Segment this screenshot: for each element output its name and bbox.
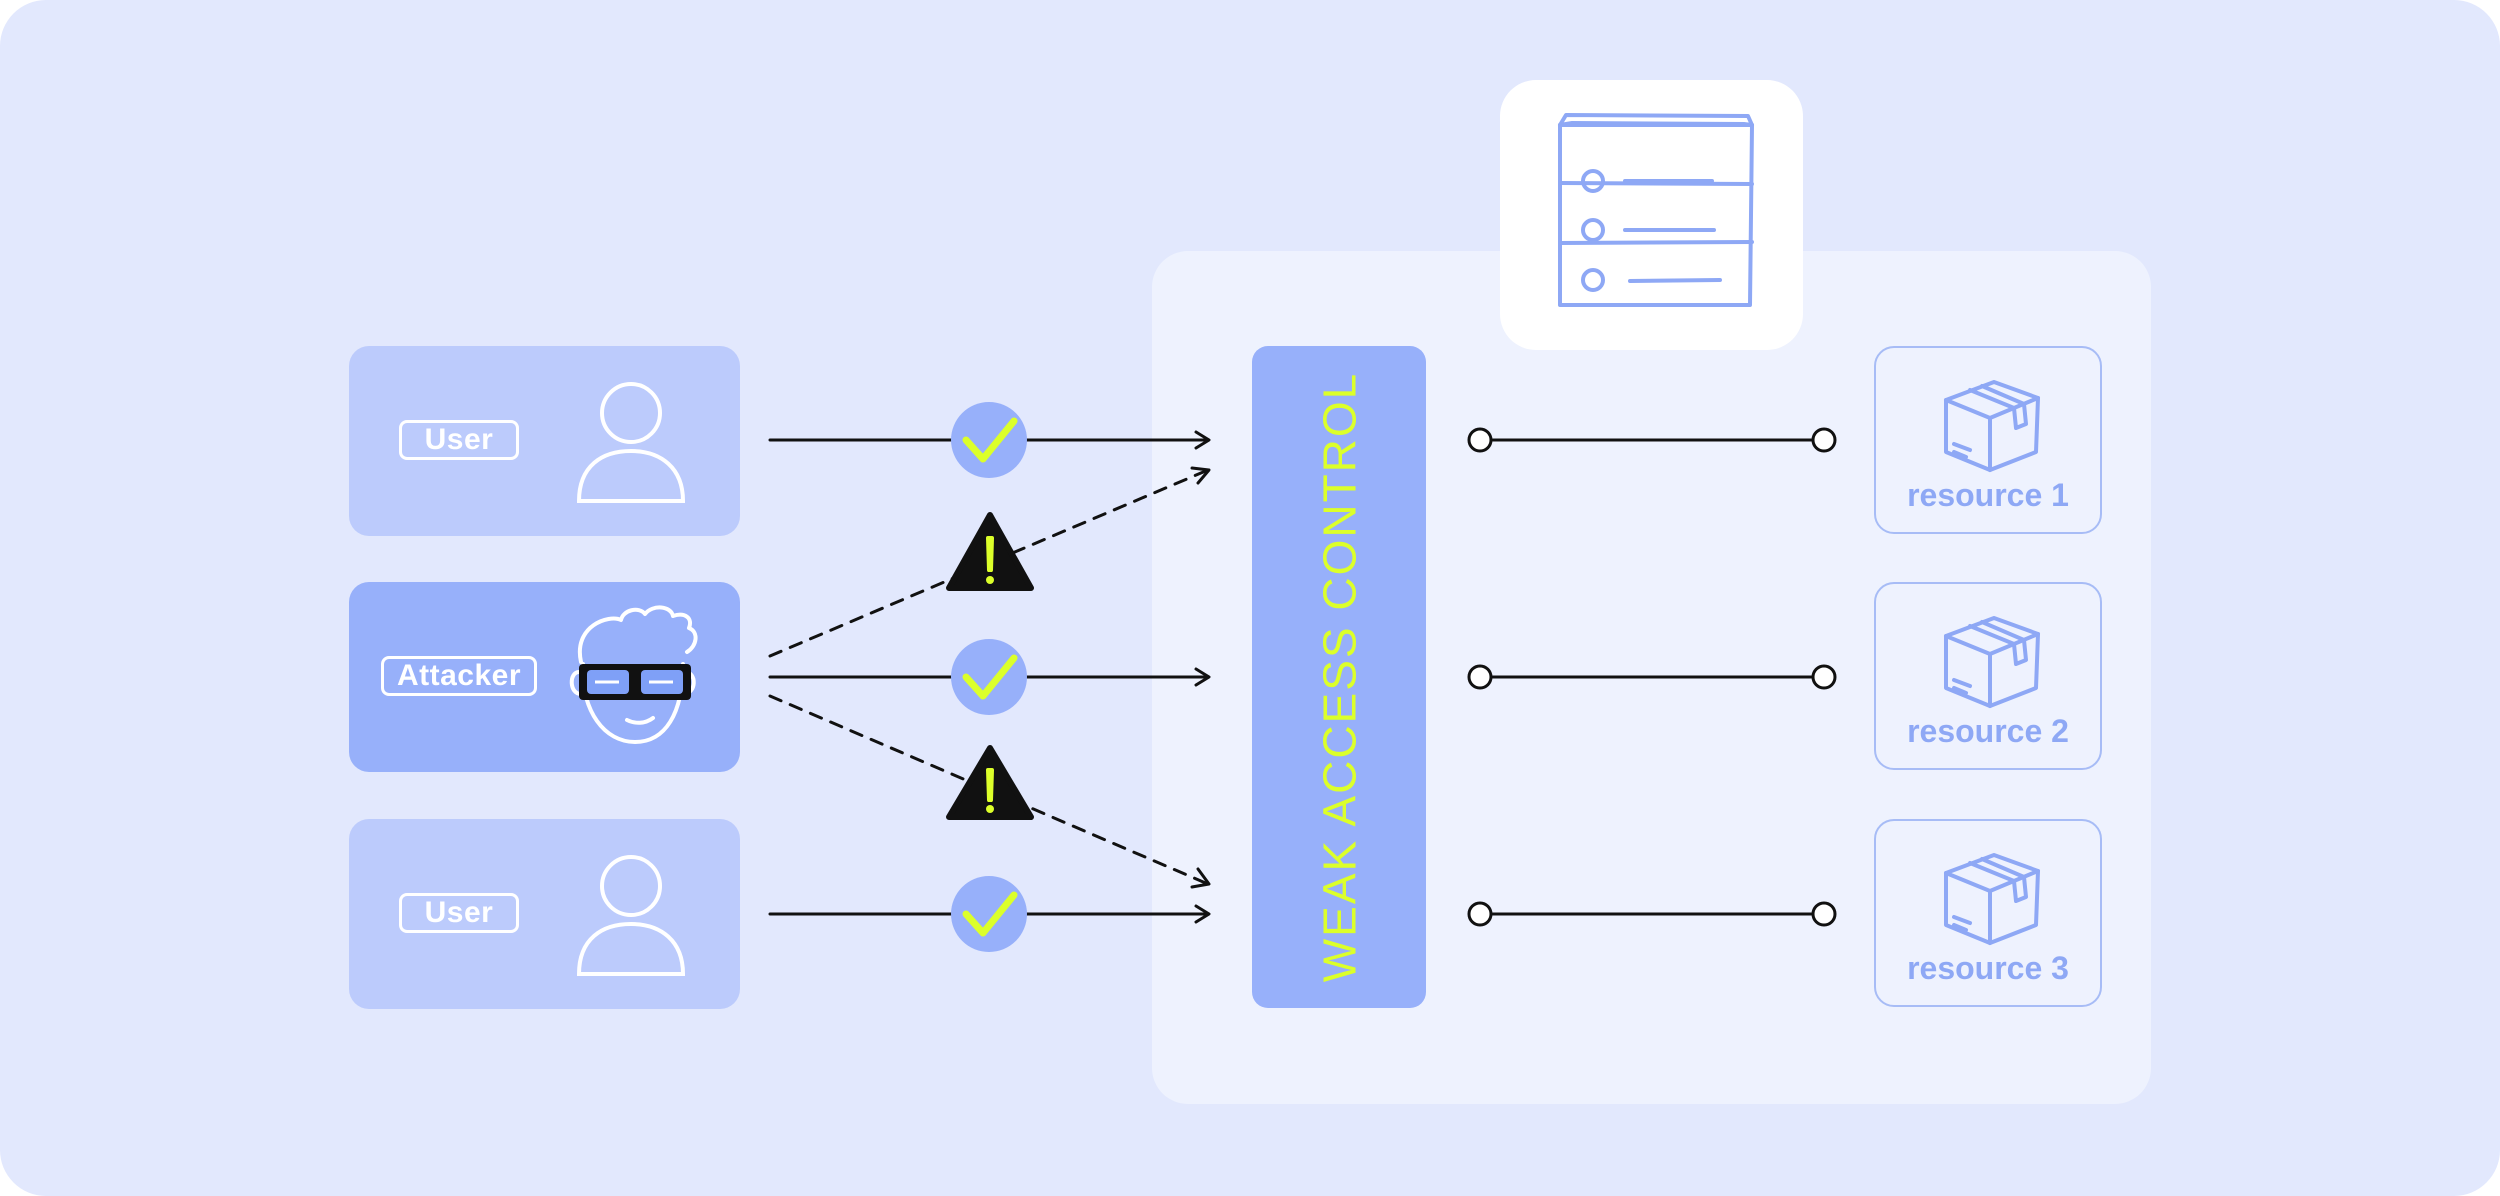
server-icon [1558, 113, 1754, 307]
actor-label: User [399, 420, 519, 460]
actor-card-user-2: User [349, 819, 740, 1009]
resource-card-2: resource 2 [1874, 582, 2102, 770]
resource-label: resource 3 [1907, 950, 2069, 986]
package-box-icon [1944, 380, 2040, 472]
connector-node [1467, 427, 1493, 453]
connector-node [1467, 901, 1493, 927]
arrowhead [1194, 904, 1211, 924]
warning-icon [946, 745, 1034, 820]
connector-node [1467, 664, 1493, 690]
actor-card-attacker: Attacker [349, 582, 740, 772]
package-box-icon [1944, 616, 2040, 708]
actor-label: User [399, 893, 519, 933]
hacker-with-glasses-icon [569, 605, 698, 744]
warning-icon [946, 512, 1034, 591]
arrow-attacker-to-user-1-path [768, 468, 1210, 658]
actor-card-user-1: User [349, 346, 740, 536]
arrowhead [1194, 667, 1211, 687]
package-box-icon [1944, 853, 2040, 945]
actor-label: Attacker [381, 656, 537, 696]
access-control-bar: WEAK ACCESS CONTROL [1252, 346, 1426, 1008]
resource-label: resource 1 [1907, 477, 2069, 513]
connector-node [1811, 664, 1837, 690]
server-box [1500, 80, 1803, 350]
person-icon [576, 855, 686, 976]
arrowhead [1190, 466, 1211, 485]
arrow-attacker-to-user-2-path [768, 694, 1210, 886]
checkmark-icon [951, 639, 1027, 715]
person-icon [576, 382, 686, 503]
checkmark-icon [951, 876, 1027, 952]
arrowhead [1190, 867, 1211, 889]
resource-card-3: resource 3 [1874, 819, 2102, 1007]
checkmark-icon [951, 402, 1027, 478]
arrowhead [1194, 430, 1211, 450]
resource-card-1: resource 1 [1874, 346, 2102, 534]
resource-label: resource 2 [1907, 713, 2069, 749]
connector-node [1811, 427, 1837, 453]
connector-node [1811, 901, 1837, 927]
